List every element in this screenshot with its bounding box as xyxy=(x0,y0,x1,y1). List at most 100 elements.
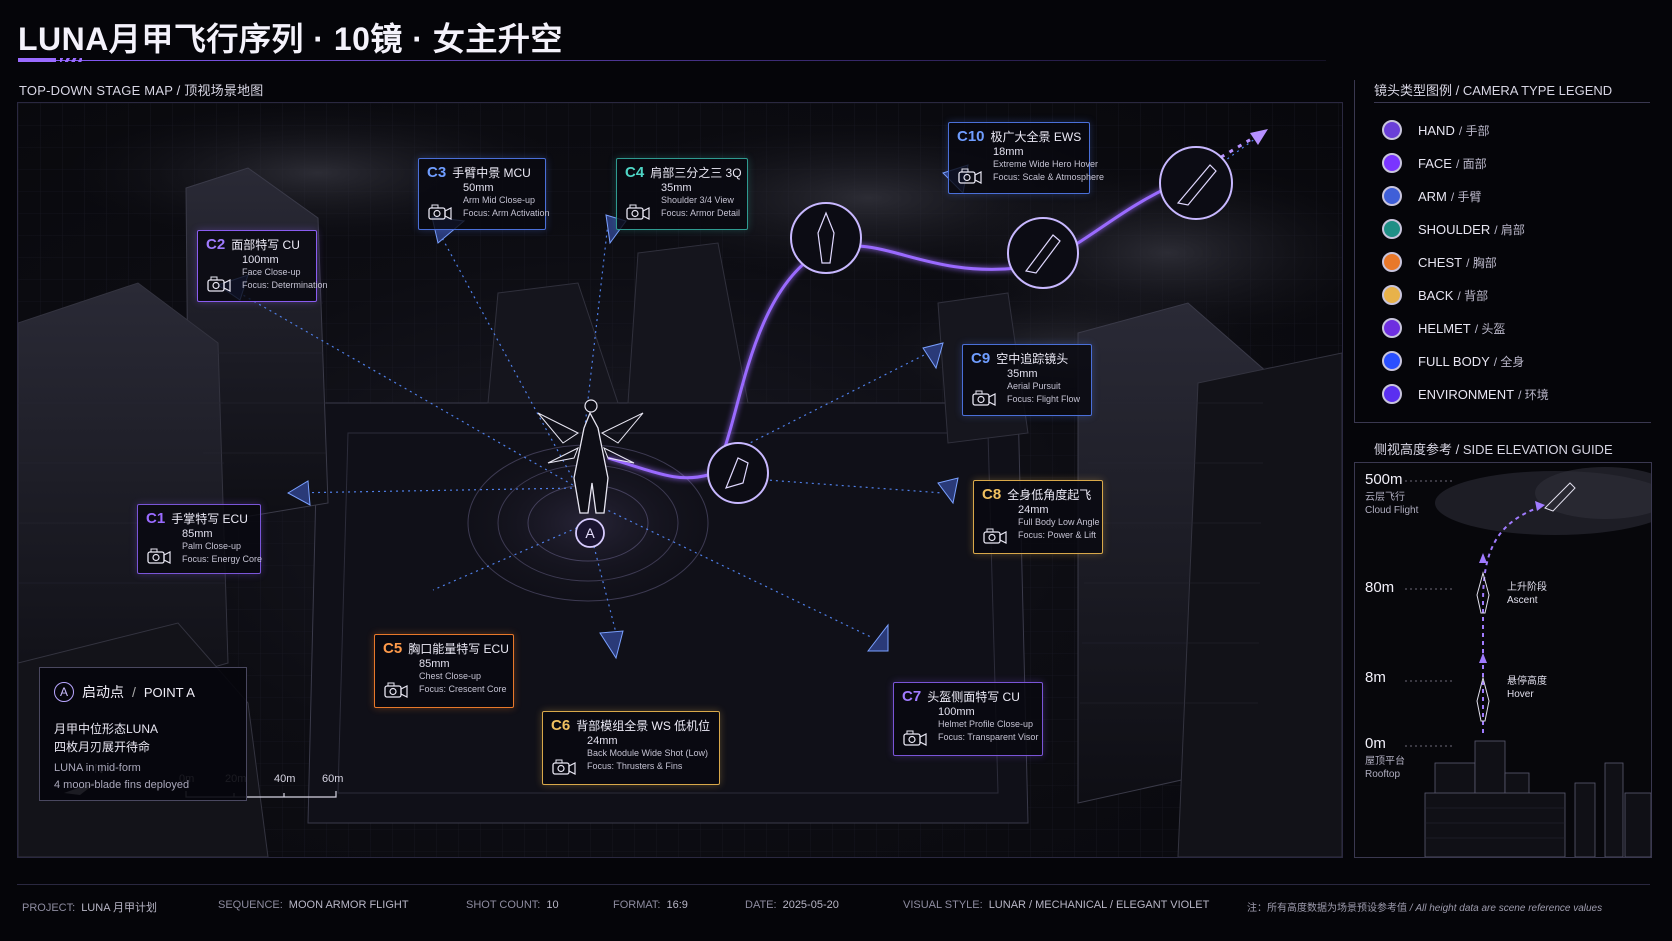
camera-icon xyxy=(972,390,996,406)
camera-name: 头盔侧面特写 CU xyxy=(927,690,1020,704)
camera-card-c5[interactable]: C5 胸口能量特写 ECU 85mm Chest Close-up Focus:… xyxy=(374,634,514,708)
point-a-line4: 4 moon-blade fins deployed xyxy=(54,779,190,791)
camera-name: 胸口能量特写 ECU xyxy=(408,642,509,656)
camera-name: 手臂中景 MCU xyxy=(452,166,531,180)
camera-id: C5 xyxy=(383,640,403,657)
camera-focus: Focus: Energy Core xyxy=(182,554,263,564)
tower xyxy=(1177,352,1342,857)
elevation-level-80: 80m xyxy=(1365,579,1395,596)
camera-card-c2[interactable]: C2 面部特写 CU 100mm Face Close-up Focus: De… xyxy=(197,230,328,302)
legend-label: ARM xyxy=(1418,188,1447,204)
elevation-level-0-cn: 屋顶平台 xyxy=(1365,756,1405,767)
camera-focus: Focus: Power & Lift xyxy=(1018,530,1097,540)
camera-desc: Extreme Wide Hero Hover xyxy=(993,159,1099,169)
footer-value: MOON ARMOR FLIGHT xyxy=(288,899,409,911)
legend-label-cn: / 环境 xyxy=(1518,387,1549,402)
camera-desc: Helmet Profile Close-up xyxy=(938,719,1034,729)
legend-label: FULL BODY xyxy=(1418,353,1490,369)
camera-focus: Focus: Crescent Core xyxy=(419,684,507,694)
footer-key: PROJECT: xyxy=(22,902,76,914)
legend-label-cn: / 面部 xyxy=(1455,156,1487,171)
camera-id: C4 xyxy=(625,164,645,181)
legend-label-cn: / 头盔 xyxy=(1474,321,1506,336)
camera-id: C10 xyxy=(957,128,985,145)
footer-key: SEQUENCE: xyxy=(218,899,283,911)
camera-name: 空中追踪镜头 xyxy=(996,352,1069,366)
camera-desc: Full Body Low Angle xyxy=(1018,517,1100,527)
camera-focus: Focus: Scale & Atmosphere xyxy=(993,172,1105,182)
legend-divider xyxy=(1374,102,1650,103)
scale-mark: 60m xyxy=(322,773,344,785)
legend-label: ENVIRONMENT xyxy=(1418,386,1515,402)
legend-label: SHOULDER xyxy=(1418,221,1491,237)
point-a-marker[interactable]: A xyxy=(575,518,605,548)
elevation-level-0-en: Rooftop xyxy=(1365,769,1401,780)
elevation-level-500-en: Cloud Flight xyxy=(1365,505,1419,516)
camera-card-c10[interactable]: C10 极广大全景 EWS 18mm Extreme Wide Hero Hov… xyxy=(948,122,1105,194)
waypoint-ascent xyxy=(790,202,862,274)
legend-item-environment: ENVIRONMENT / 环境 xyxy=(1382,382,1549,406)
map-section-label: TOP-DOWN STAGE MAP / 顶视场景地图 xyxy=(19,83,264,98)
elevation-level-8: 8m xyxy=(1365,669,1386,686)
camera-focus: Focus: Armor Detail xyxy=(661,208,741,218)
camera-icon xyxy=(903,730,927,746)
legend-label: FACE xyxy=(1418,155,1452,171)
legend-item-face: FACE / 面部 xyxy=(1382,151,1487,175)
legend-label-cn: / 全身 xyxy=(1493,354,1525,369)
elevation-panel: 500m 云层飞行 Cloud Flight 80m 上升阶段 Ascent 8… xyxy=(1354,462,1652,858)
camera-card-c9[interactable]: C9 空中追踪镜头 35mm Aerial Pursuit Focus: Fli… xyxy=(962,344,1092,416)
camera-card-c6[interactable]: C6 背部模组全景 WS 低机位 24mm Back Module Wide S… xyxy=(542,711,720,785)
footer-value: 2025-05-20 xyxy=(782,899,839,911)
camera-icon xyxy=(626,204,650,220)
legend-label: HAND xyxy=(1418,122,1455,138)
camera-lens: 50mm xyxy=(463,182,494,194)
point-a-en: POINT A xyxy=(143,684,195,700)
camera-card-c7[interactable]: C7 头盔侧面特写 CU 100mm Helmet Profile Close-… xyxy=(893,682,1043,756)
legend-label: BACK xyxy=(1418,287,1454,303)
elevation-hover-en: Hover xyxy=(1507,689,1534,700)
elevation-level-500-cn: 云层飞行 xyxy=(1365,492,1405,503)
legend-item-back: BACK / 背部 xyxy=(1382,283,1488,307)
flight-direction-arrow xyxy=(1250,129,1268,145)
camera-focus: Focus: Determination xyxy=(242,280,328,290)
camera-lens: 85mm xyxy=(419,658,450,670)
camera-card-c4[interactable]: C4 肩部三分之三 3Q 35mm Shoulder 3/4 View Focu… xyxy=(616,158,748,230)
tower xyxy=(18,282,229,724)
tower xyxy=(487,282,619,404)
camera-name: 手掌特写 ECU xyxy=(171,512,248,526)
legend-label: HELMET xyxy=(1418,320,1471,336)
footer-divider xyxy=(17,884,1650,885)
legend-swatch xyxy=(1382,318,1402,338)
camera-icon xyxy=(552,759,576,775)
hero-luna-figure xyxy=(537,399,644,514)
camera-sightlines xyxy=(242,132,1264,639)
legend-swatch xyxy=(1382,186,1402,206)
camera-lens: 18mm xyxy=(993,146,1024,158)
camera-id: C1 xyxy=(146,510,166,527)
point-a-line1: 月甲中位形态LUNA xyxy=(54,722,159,736)
footer-key: VISUAL STYLE: xyxy=(903,899,983,911)
footer-value: LUNAR / MECHANICAL / ELEGANT VIOLET xyxy=(988,899,1210,911)
camera-card-c3[interactable]: C3 手臂中景 MCU 50mm Arm Mid Close-up Focus:… xyxy=(418,158,550,230)
footer-value: LUNA 月甲计划 xyxy=(81,902,157,914)
legend-swatch xyxy=(1382,120,1402,140)
elevation-title: 侧视高度参考 / SIDE ELEVATION GUIDE xyxy=(1374,442,1613,457)
legend-swatch xyxy=(1382,351,1402,371)
legend-label-cn: / 手臂 xyxy=(1450,189,1482,204)
camera-lens: 100mm xyxy=(938,706,975,718)
legend-item-arm: ARM / 手臂 xyxy=(1382,184,1482,208)
footer-key: DATE: xyxy=(745,899,777,911)
camera-lens: 35mm xyxy=(661,182,692,194)
camera-card-c8[interactable]: C8 全身低角度起飞 24mm Full Body Low Angle Focu… xyxy=(973,480,1103,554)
camera-focus: Focus: Flight Flow xyxy=(1007,394,1081,404)
scale-mark: 40m xyxy=(274,773,296,785)
camera-name: 极广大全景 EWS xyxy=(990,130,1082,144)
elevation-ascent-cn: 上升阶段 xyxy=(1507,582,1547,593)
camera-name: 肩部三分之三 3Q xyxy=(650,166,742,180)
elevation-canvas xyxy=(1405,467,1651,857)
camera-card-c1[interactable]: C1 手掌特写 ECU 85mm Palm Close-up Focus: En… xyxy=(137,504,263,574)
legend-swatch xyxy=(1382,384,1402,404)
footer-value: 10 xyxy=(546,899,559,911)
waypoint-hover xyxy=(707,442,769,504)
camera-name: 面部特写 CU xyxy=(231,238,300,252)
